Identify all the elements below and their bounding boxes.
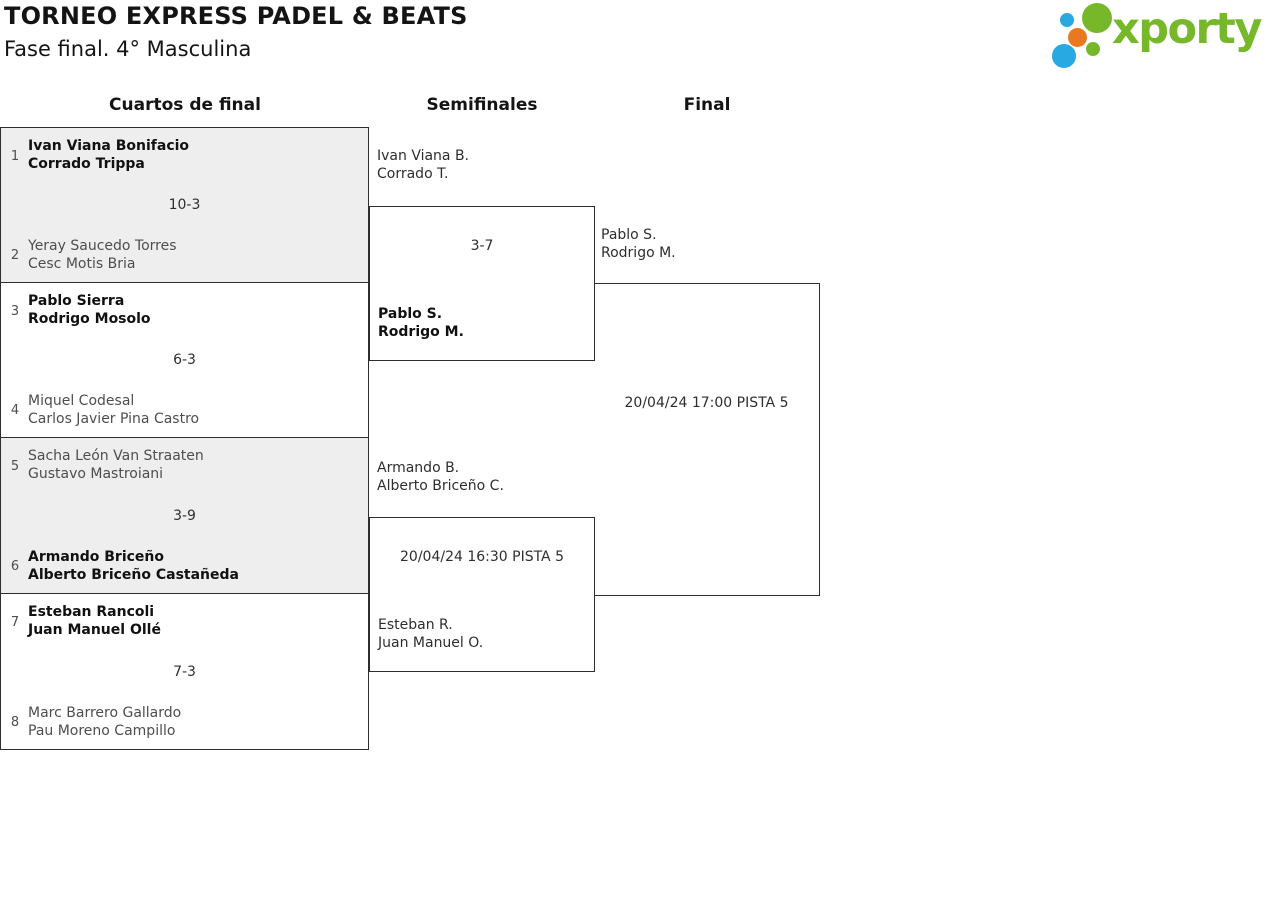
match-score: 3-7	[470, 238, 494, 254]
final-top-team: Pablo S. Rodrigo M.	[601, 226, 676, 262]
sf2-top-team: Armando B. Alberto Briceño C.	[377, 459, 504, 495]
player-name: Juan Manuel Ollé	[28, 622, 161, 638]
player-name: Gustavo Mastroiani	[28, 466, 164, 482]
sf1-bottom-team: Pablo S. Rodrigo M.	[378, 305, 464, 341]
phase-subtitle: Fase final. 4° Masculina	[4, 37, 252, 61]
seed-number: 6	[10, 558, 20, 574]
match-score: 6-3	[173, 352, 196, 368]
player-name: Juan Manuel O.	[378, 635, 484, 651]
seed-number: 8	[10, 714, 20, 730]
team-pair: Pablo Sierra Rodrigo Mosolo	[28, 292, 151, 328]
qf-match-1[interactable]: 1 Ivan Viana Bonifacio Corrado Trippa 10…	[1, 128, 368, 283]
player-name: Yeray Saucedo Torres	[28, 238, 177, 254]
seed-number: 2	[10, 247, 20, 263]
seed-number: 5	[10, 458, 20, 474]
player-name: Miquel Codesal	[28, 393, 135, 409]
logo-wordmark: xporty	[1112, 4, 1262, 54]
seed-number: 3	[10, 303, 20, 319]
player-name: Armando B.	[377, 460, 460, 476]
match-schedule: 20/04/24 17:00 PISTA 5	[624, 395, 789, 411]
qf-match-4[interactable]: 7 Esteban Rancoli Juan Manuel Ollé 7-3 8…	[1, 594, 368, 749]
team-pair: Esteban Rancoli Juan Manuel Ollé	[28, 603, 161, 639]
logo-dot-orange-icon	[1068, 28, 1087, 47]
team-pair: Miquel Codesal Carlos Javier Pina Castro	[28, 392, 199, 428]
team-pair: Yeray Saucedo Torres Cesc Motis Bria	[28, 237, 177, 273]
player-name: Rodrigo M.	[378, 324, 464, 340]
player-name: Pau Moreno Campillo	[28, 723, 176, 739]
player-name: Esteban Rancoli	[28, 604, 155, 620]
team-pair: Sacha León Van Straaten Gustavo Mastroia…	[28, 447, 204, 483]
player-name: Rodrigo M.	[601, 245, 676, 261]
sf-match-1[interactable]: 3-7 Pablo S. Rodrigo M.	[369, 206, 595, 361]
player-name: Armando Briceño	[28, 549, 165, 565]
player-name: Rodrigo Mosolo	[28, 311, 151, 327]
tournament-title: TORNEO EXPRESS PADEL & BEATS	[4, 2, 468, 30]
player-name: Corrado T.	[377, 166, 449, 182]
player-name: Sacha León Van Straaten	[28, 448, 204, 464]
player-name: Ivan Viana B.	[377, 148, 470, 164]
seed-number: 1	[10, 148, 20, 164]
round-header-final: Final	[683, 95, 731, 115]
match-score: 7-3	[173, 663, 196, 680]
xporty-logo[interactable]: xporty	[1050, 2, 1272, 70]
player-name: Alberto Briceño C.	[377, 478, 504, 494]
player-name: Carlos Javier Pina Castro	[28, 411, 200, 427]
team-pair: Armando Briceño Alberto Briceño Castañed…	[28, 548, 239, 584]
match-score: 10-3	[168, 197, 201, 213]
quarterfinals-column: 1 Ivan Viana Bonifacio Corrado Trippa 10…	[0, 127, 369, 750]
qf-match-2[interactable]: 3 Pablo Sierra Rodrigo Mosolo 6-3 4 Miqu…	[1, 283, 368, 438]
player-name: Corrado Trippa	[28, 156, 145, 172]
player-name: Cesc Motis Bria	[28, 256, 136, 272]
player-name: Alberto Briceño Castañeda	[28, 567, 239, 583]
player-name: Pablo S.	[378, 306, 443, 322]
sf1-top-team: Ivan Viana B. Corrado T.	[377, 147, 469, 183]
sf2-bottom-team: Esteban R. Juan Manuel O.	[378, 616, 483, 652]
qf-match-3[interactable]: 5 Sacha León Van Straaten Gustavo Mastro…	[1, 438, 368, 594]
round-header-quarters: Cuartos de final	[109, 95, 261, 115]
team-pair: Ivan Viana Bonifacio Corrado Trippa	[28, 137, 189, 173]
player-name: Marc Barrero Gallardo	[28, 705, 182, 721]
logo-dot-blue-small-icon	[1060, 13, 1074, 27]
match-score: 3-9	[173, 507, 196, 524]
player-name: Pablo S.	[601, 227, 657, 243]
round-header-semis: Semifinales	[426, 95, 538, 115]
logo-dot-green-small-icon	[1086, 42, 1100, 56]
match-schedule: 20/04/24 16:30 PISTA 5	[400, 549, 564, 565]
seed-number: 7	[10, 614, 20, 630]
sf-match-2[interactable]: 20/04/24 16:30 PISTA 5 Esteban R. Juan M…	[369, 517, 595, 672]
player-name: Ivan Viana Bonifacio	[28, 138, 190, 154]
player-name: Esteban R.	[378, 617, 453, 633]
player-name: Pablo Sierra	[28, 293, 125, 309]
logo-dot-blue-large-icon	[1052, 44, 1076, 68]
logo-dot-green-large-icon	[1082, 3, 1112, 33]
team-pair: Marc Barrero Gallardo Pau Moreno Campill…	[28, 704, 181, 740]
final-match[interactable]: 20/04/24 17:00 PISTA 5	[594, 283, 820, 596]
seed-number: 4	[10, 402, 20, 418]
